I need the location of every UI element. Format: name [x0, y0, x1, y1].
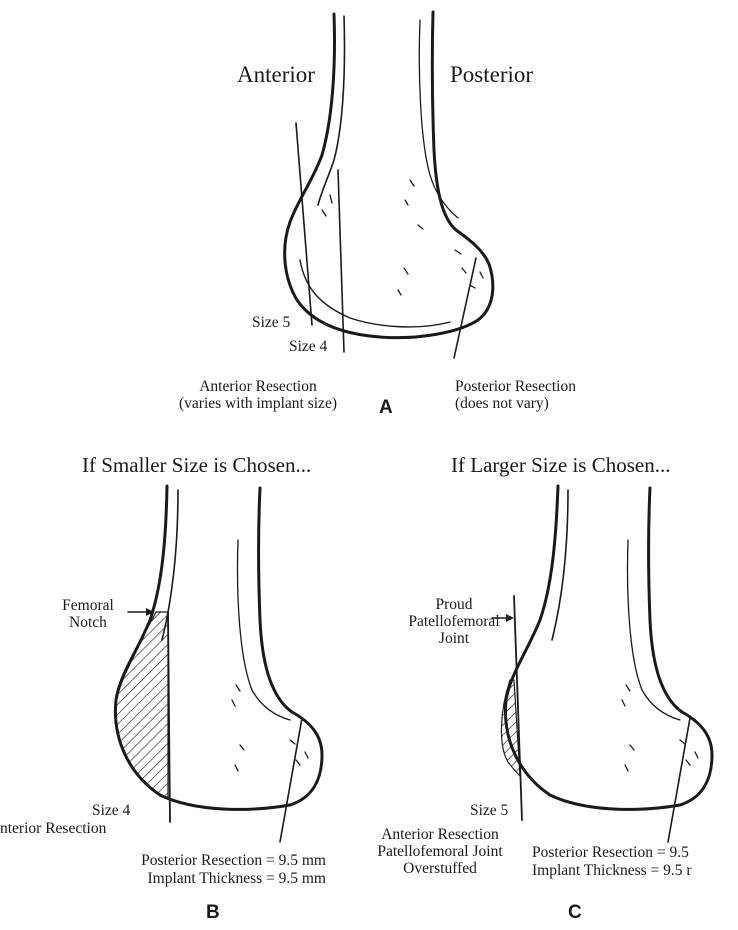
panel-c-inner-line	[628, 540, 680, 720]
panel-b-letter: B	[206, 902, 220, 924]
panel-b-resection-label: nterior Resection	[0, 820, 106, 837]
anterior-resection-line1: Anterior Resection	[168, 378, 348, 395]
proud-label-line3: Joint	[398, 630, 510, 647]
panel-a-condyle-curve	[300, 260, 450, 327]
panel-b-texture	[232, 685, 308, 771]
panel-a-texture	[322, 180, 483, 295]
notch-label-line2: Notch	[50, 614, 126, 631]
resection-label-line3: Overstuffed	[360, 860, 520, 877]
posterior-resection-line2: (does not vary)	[455, 395, 576, 412]
panel-a-size4-line	[338, 170, 344, 352]
panel-c-posterior-line	[668, 718, 690, 842]
panel-c-heading: If Larger Size is Chosen...	[451, 453, 670, 478]
panel-a-size4-label: Size 4	[289, 338, 327, 355]
panel-c-cortex-line	[552, 490, 568, 640]
panel-c-femur	[492, 486, 712, 842]
notch-label-line1: Femoral	[50, 597, 126, 614]
panel-b-femur	[115, 486, 322, 842]
panel-b-posterior-line	[280, 718, 302, 842]
panel-a-size5-label: Size 5	[252, 314, 290, 331]
anterior-resection-line2: (varies with implant size)	[168, 395, 348, 412]
panel-c-posterior-resection: Posterior Resection = 9.5	[532, 844, 689, 861]
panel-a-anterior-resection: Anterior Resection (varies with implant …	[168, 378, 348, 412]
panel-b-size-label: Size 4	[92, 802, 130, 819]
panel-a-letter: A	[379, 397, 393, 419]
panel-a-size5-line	[296, 123, 312, 325]
panel-a-bone-outline	[285, 12, 493, 338]
panel-b-heading: If Smaller Size is Chosen...	[82, 453, 311, 478]
panel-c-size-label: Size 5	[470, 802, 508, 819]
panel-c-bone-outline	[505, 486, 712, 809]
anterior-label: Anterior	[237, 62, 315, 88]
posterior-resection-line1: Posterior Resection	[455, 378, 576, 395]
panel-c-implant-thickness: Implant Thickness = 9.5 r	[532, 862, 692, 879]
panel-c-proud-label: Proud Patellofemoral Joint	[398, 596, 510, 647]
panel-a-posterior-line	[454, 258, 476, 358]
panel-b-posterior-resection: Posterior Resection = 9.5 mm	[60, 852, 326, 869]
proud-label-line2: Patellofemoral	[398, 613, 510, 630]
panel-b-inner-line	[238, 540, 290, 720]
panel-b-implant-thickness: Implant Thickness = 9.5 mm	[60, 870, 326, 887]
panel-b-notch-label: Femoral Notch	[50, 597, 126, 631]
resection-label-line2: Patellofemoral Joint	[360, 843, 520, 860]
proud-label-line1: Proud	[398, 596, 510, 613]
posterior-label: Posterior	[450, 62, 533, 88]
panel-c-texture	[622, 685, 698, 771]
panel-a-posterior-resection: Posterior Resection (does not vary)	[455, 378, 576, 412]
resection-label-line1: Anterior Resection	[360, 826, 520, 843]
panel-c-letter: C	[568, 902, 582, 924]
panel-c-resection-label: Anterior Resection Patellofemoral Joint …	[360, 826, 520, 877]
